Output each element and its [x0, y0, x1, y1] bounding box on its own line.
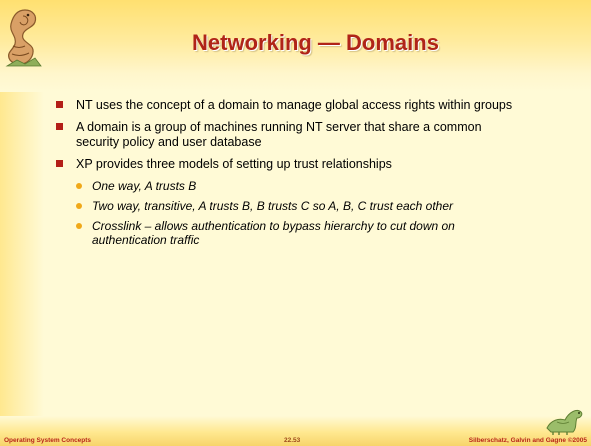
- footer-course-title: Operating System Concepts: [4, 437, 92, 444]
- bullet-item: XP provides three models of setting up t…: [56, 157, 526, 172]
- subbullet-item: One way, A trusts B: [56, 179, 526, 193]
- bullet-dot-icon: [76, 223, 82, 229]
- bullet-text: A domain is a group of machines running …: [76, 120, 482, 149]
- bullet-square-icon: [56, 160, 63, 167]
- subbullet-item: Two way, transitive, A trusts B, B trust…: [56, 199, 526, 213]
- header-band: [0, 0, 591, 92]
- bullet-square-icon: [56, 101, 63, 108]
- footer-authors: Silberschatz, Galvin and Gagne ©2005: [468, 437, 587, 444]
- dinosaur-logo-icon: [5, 9, 42, 67]
- bullet-text: NT uses the concept of a domain to manag…: [76, 98, 513, 112]
- footer-band: [0, 416, 591, 446]
- bullet-dot-icon: [76, 203, 82, 209]
- subbullet-text: Crosslink – allows authentication to byp…: [92, 219, 455, 247]
- slide-title: Networking — Domains: [192, 30, 439, 55]
- subbullet-text: One way, A trusts B: [92, 179, 197, 193]
- bullet-item: NT uses the concept of a domain to manag…: [56, 98, 526, 113]
- bullet-item: A domain is a group of machines running …: [56, 120, 526, 150]
- slide-content: NT uses the concept of a domain to manag…: [56, 98, 526, 253]
- dinosaur-icon: [546, 409, 583, 435]
- bullet-square-icon: [56, 123, 63, 130]
- footer-page-number: 22.53: [284, 437, 301, 444]
- subbullet-text: Two way, transitive, A trusts B, B trust…: [92, 199, 454, 213]
- bullet-text: XP provides three models of setting up t…: [76, 157, 392, 171]
- subbullet-item: Crosslink – allows authentication to byp…: [56, 219, 526, 247]
- bullet-dot-icon: [76, 183, 82, 189]
